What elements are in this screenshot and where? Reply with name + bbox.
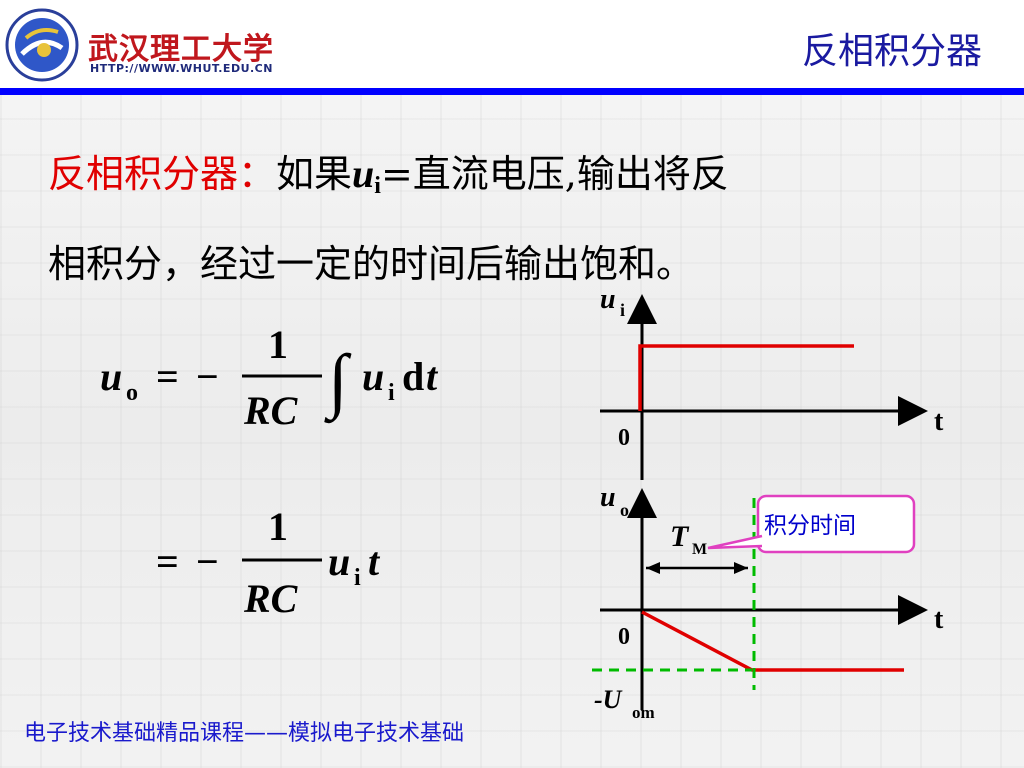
tm-label-sub: M xyxy=(692,541,707,558)
text-part1: 如果 xyxy=(276,152,353,196)
top-y-label: u xyxy=(600,284,616,315)
background-pattern xyxy=(0,95,1024,768)
text-line2: 相积分，经过一定的时间后输出饱和。 xyxy=(48,242,695,286)
tm-arrow-right xyxy=(734,562,748,574)
text-part2: =直流电压,输出将反 xyxy=(380,152,729,196)
var-u-sub: i xyxy=(374,173,381,199)
eq1-denominator: RC xyxy=(243,388,299,433)
section-heading: 反相积分器： xyxy=(48,152,277,196)
eq1-lhs-sub: o xyxy=(126,380,138,406)
integral-time-label: 积分时间 xyxy=(764,513,856,539)
eq2-t: t xyxy=(368,539,381,584)
eq1-numerator: 1 xyxy=(268,322,288,367)
eq1-u-sub: i xyxy=(388,380,395,406)
integral-time-callout xyxy=(756,494,916,554)
eq1-d: d xyxy=(402,354,424,399)
eq2-denominator: RC xyxy=(243,576,299,621)
eq1-lhs: u xyxy=(100,354,122,399)
neg-saturation-label: -U xyxy=(594,685,623,714)
eq1-equals: = xyxy=(156,354,179,399)
eq2-equals: = xyxy=(156,539,179,584)
bottom-y-label-sub: o xyxy=(620,500,629,520)
callout-pointer xyxy=(707,534,763,550)
university-logo: 武汉理工大学 HTTP://WWW.WHUT.EDU.CN xyxy=(4,6,273,84)
var-u: u xyxy=(352,151,375,196)
university-name: 武汉理工大学 xyxy=(88,32,274,67)
waveform-graphs: u i t 0 积分时间 u o t 0 T M -U om xyxy=(592,284,944,722)
neg-saturation-label-sub: om xyxy=(632,703,655,722)
eq2-minus: − xyxy=(196,539,219,584)
eq2-numerator: 1 xyxy=(268,504,288,549)
eq1-integral: ∫ xyxy=(324,340,352,424)
top-y-label-sub: i xyxy=(620,300,625,320)
eq1-t: t xyxy=(426,354,439,399)
header-divider xyxy=(0,88,1024,95)
input-step-signal xyxy=(638,344,854,411)
top-origin-label: 0 xyxy=(618,425,630,451)
description-paragraph: 反相积分器：如果ui=直流电压,输出将反 相积分，经过一定的时间后输出饱和。 xyxy=(48,135,988,303)
course-footer: 电子技术基础精品课程——模拟电子技术基础 xyxy=(24,721,465,746)
eq1-u: u xyxy=(362,354,384,399)
university-url: HTTP://WWW.WHUT.EDU.CN xyxy=(90,62,273,75)
output-ramp-signal xyxy=(641,610,904,672)
bottom-x-label: t xyxy=(934,604,944,635)
page-title: 反相积分器 xyxy=(801,31,982,72)
eq2-u-sub: i xyxy=(354,565,361,591)
bottom-y-label: u xyxy=(600,482,616,513)
header-bar: 武汉理工大学 HTTP://WWW.WHUT.EDU.CN 反相积分器 xyxy=(0,0,1024,90)
eq2-u: u xyxy=(328,539,350,584)
eq1-minus: − xyxy=(196,354,219,399)
tm-label: T xyxy=(670,520,690,553)
bottom-origin-label: 0 xyxy=(618,624,630,650)
integral-equations: u o = − 1 RC ∫ u i d t = − 1 RC u i t xyxy=(100,322,439,621)
top-x-label: t xyxy=(934,406,944,437)
university-emblem-icon xyxy=(5,8,79,82)
tm-arrow-left xyxy=(646,562,660,574)
